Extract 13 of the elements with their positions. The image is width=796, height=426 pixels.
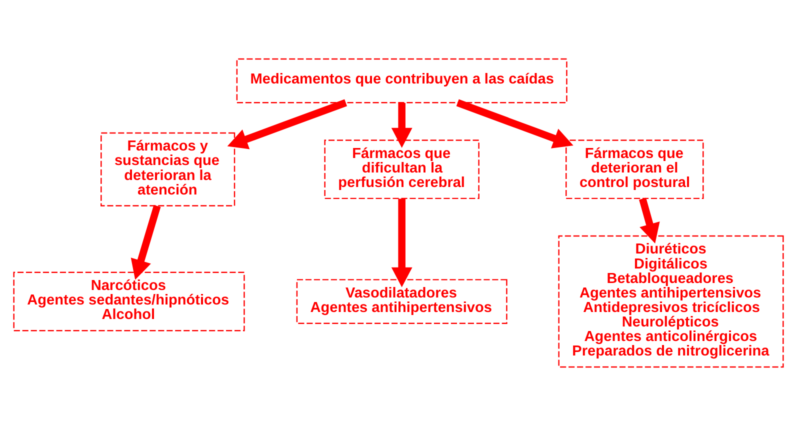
node-box: Diuréticos Digitálicos Betabloqueadores Agentes antihipertensivos Antidepresivos tricíclicos Neurolépticos Agentes anticolinérgicos Preparados de nitroglicerina [558,235,784,368]
node-box: Medicamentos que contribuyen a las caídas [236,58,567,104]
arrow [638,198,660,244]
arrow [390,198,412,288]
arrow [130,204,160,280]
arrow [226,99,347,150]
arrow [456,99,573,148]
node-box: Fármacos que deterioran el control postural [565,140,704,200]
node-box: Narcóticos Agentes sedantes/hipnóticos Alcohol [12,272,244,332]
node-box: Fármacos que dificultan la perfusión cerebral [324,140,479,200]
node-box: Vasodilatadores Agentes antihipertensivos [296,279,507,324]
arrow [390,102,412,148]
node-box: Fármacos y sustancias que deterioran la atención [100,132,235,206]
